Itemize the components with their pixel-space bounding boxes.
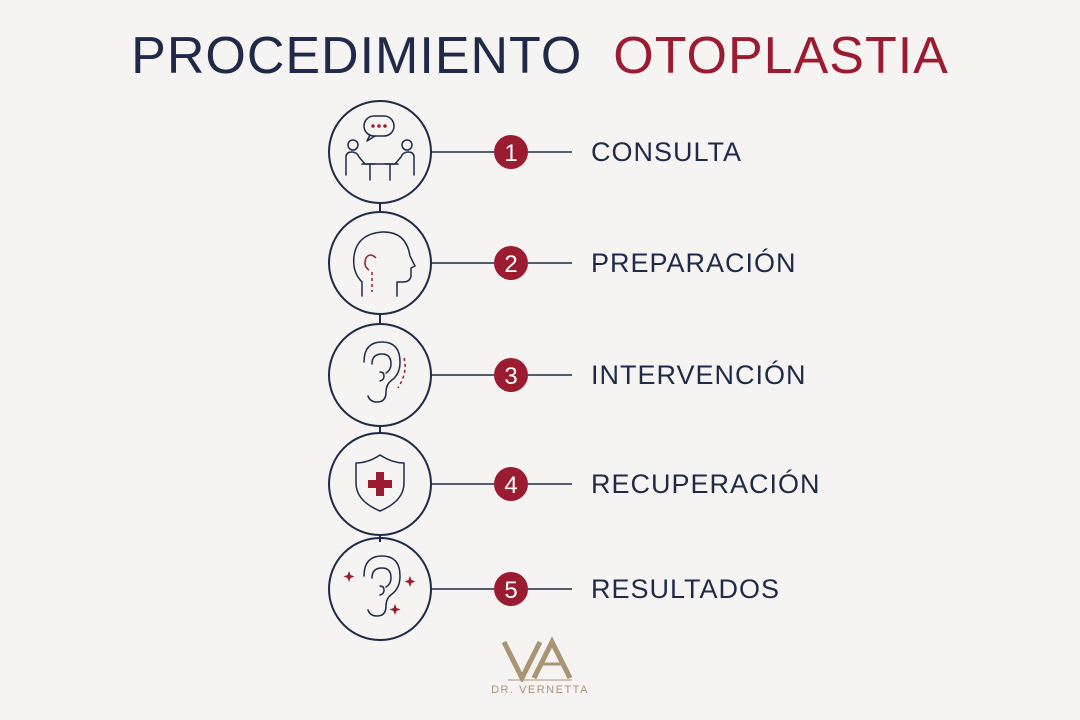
step-3-badge <box>494 358 528 392</box>
sparkle-right <box>404 576 416 587</box>
step-2-circle <box>328 211 432 315</box>
step-2: 2 <box>328 211 572 315</box>
step-4-number: 4 <box>504 472 517 499</box>
title-part-procedimiento: PROCEDIMIENTO <box>131 27 583 85</box>
step-4-label: RECUPERACIÓN <box>591 469 821 499</box>
ear-sparkle-icon <box>363 555 401 617</box>
ear-incision-icon <box>363 341 401 403</box>
step-5-badge <box>494 572 528 606</box>
brand-monogram-logo <box>501 636 573 682</box>
step-1-number: 1 <box>504 140 517 167</box>
step-3-circle <box>328 323 432 427</box>
sparkle-left <box>343 571 355 582</box>
head-profile-icon <box>352 231 416 297</box>
step-3-number: 3 <box>504 363 517 390</box>
step-1: 1 <box>328 100 572 204</box>
step-5: 5 <box>328 537 572 641</box>
shield-cross-icon <box>355 454 405 512</box>
step-5-circle <box>328 537 432 641</box>
cross-horizontal <box>368 480 392 488</box>
step-3-label: INTERVENCIÓN <box>591 360 807 390</box>
ear-mark <box>364 254 377 271</box>
step-2-label: PREPARACIÓN <box>591 248 797 278</box>
incision-mark <box>397 357 406 389</box>
title-part-otoplastia: OTOPLASTIA <box>613 27 949 85</box>
brand-name: DR. VERNETTA <box>491 684 589 696</box>
page-title: PROCEDIMIENTO OTOPLASTIA <box>0 24 1080 88</box>
step-1-label: CONSULTA <box>591 137 743 167</box>
step-2-number: 2 <box>504 251 517 278</box>
step-1-badge <box>494 135 528 169</box>
step-4: 4 <box>328 432 572 536</box>
consultation-icon <box>345 115 415 181</box>
sparkle-bottom <box>389 604 401 615</box>
step-5-label: RESULTADOS <box>591 574 781 604</box>
step-5-number: 5 <box>504 577 517 604</box>
step-4-badge <box>494 467 528 501</box>
step-2-badge <box>494 246 528 280</box>
step-3: 3 <box>328 323 572 427</box>
